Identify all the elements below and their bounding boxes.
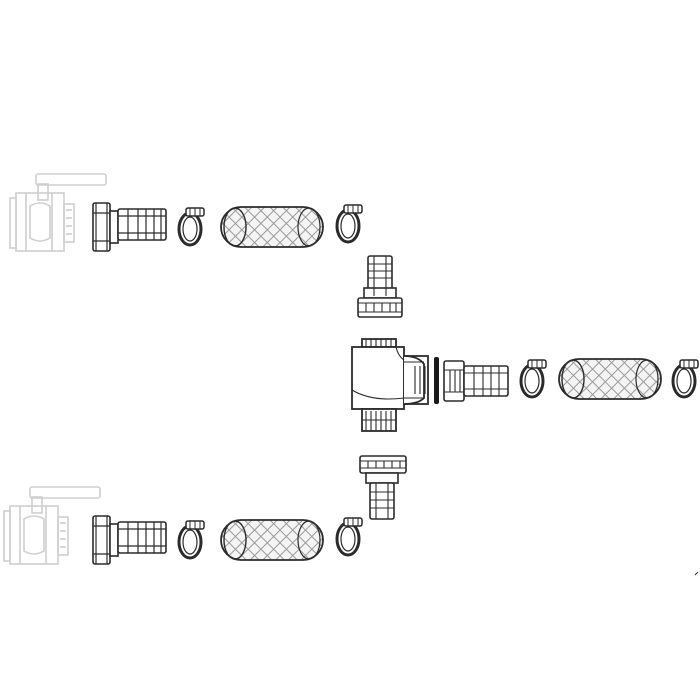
lower-vertical-hose-tail (359, 455, 407, 520)
top-female-hose-tail (92, 202, 167, 252)
top-braided-hose (220, 206, 324, 248)
bottom-braided-hose (220, 519, 324, 561)
tee-fitting (351, 338, 429, 432)
right-braided-hose (558, 358, 662, 400)
top-hose-clamp-right (335, 203, 364, 244)
bottom-branch-row (3, 486, 364, 565)
male-hose-tail (443, 360, 509, 402)
top-hose-clamp-left (177, 206, 206, 247)
bottom-hose-clamp-left (177, 519, 206, 560)
bottom-ball-valve (3, 486, 101, 565)
upper-vertical-hose-tail (357, 255, 403, 318)
bottom-hose-clamp-right (335, 516, 364, 557)
top-branch-row (9, 173, 364, 252)
bottom-female-hose-tail (92, 515, 167, 565)
edge-mark (694, 571, 699, 576)
o-ring-seal (434, 357, 439, 404)
right-hose-clamp-left (519, 358, 548, 399)
top-ball-valve (9, 173, 107, 252)
right-hose-clamp-right (671, 358, 700, 399)
